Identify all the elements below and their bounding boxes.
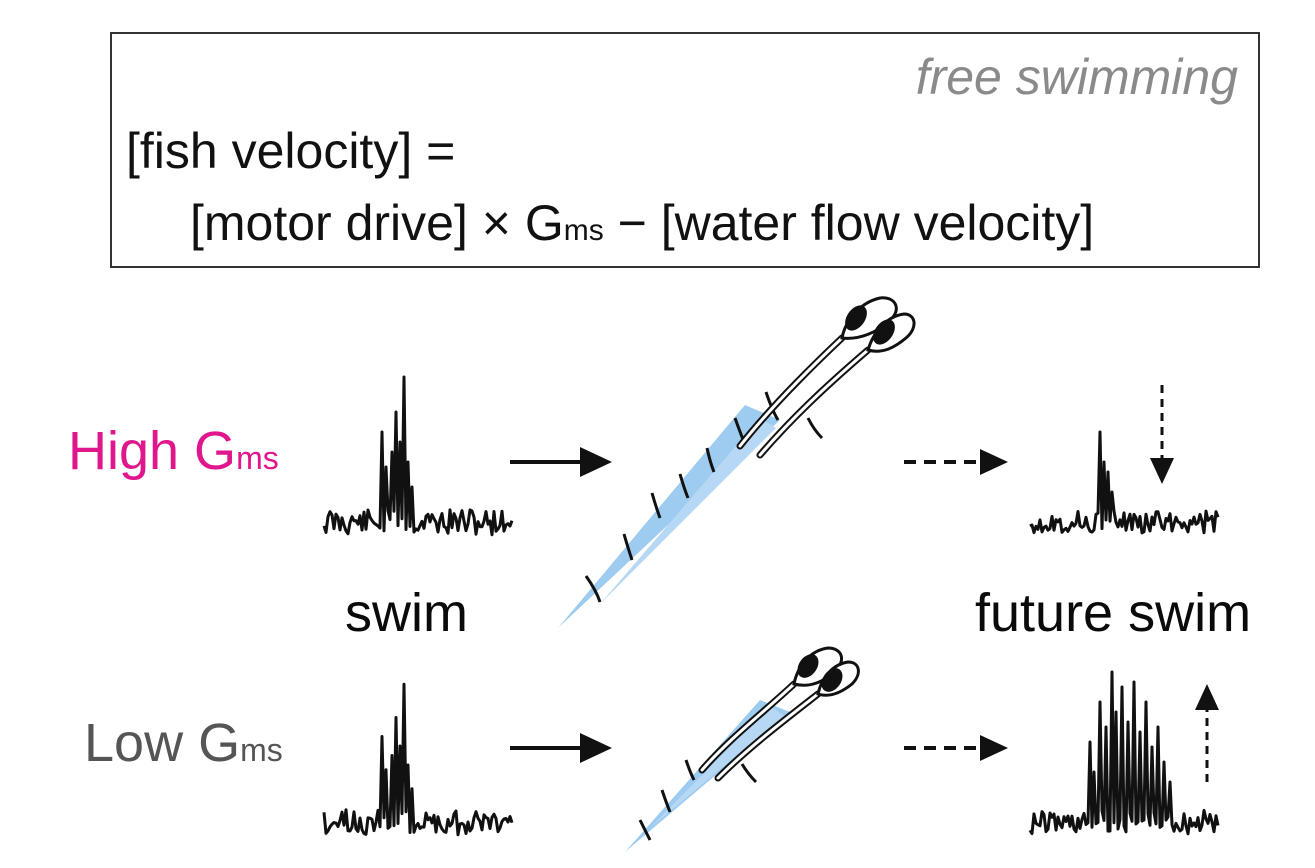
condition-low-text: Low G (84, 713, 241, 773)
larval-fish-icon (625, 646, 860, 852)
swim-trace-icon (1028, 670, 1220, 836)
equation-flow-term: − [water flow velocity] (603, 195, 1095, 251)
arrow-down-icon (1150, 385, 1174, 484)
equation-line-1: [fish velocity] = (126, 123, 456, 179)
arrow-up-icon (1195, 684, 1219, 782)
dashed-arrow-right-icon (904, 735, 1008, 761)
condition-high-gain: High Gms (68, 420, 279, 482)
arrow-right-icon (510, 733, 612, 763)
larval-fish-icon (558, 296, 916, 628)
equation-box: free swimming [fish velocity] = [motor d… (110, 32, 1260, 268)
context-label: free swimming (915, 49, 1238, 105)
future-swim-label: future swim (975, 583, 1252, 643)
equation-motor-term: [motor drive] × G (190, 195, 564, 251)
condition-low-subscript: ms (240, 732, 283, 768)
swim-trace-icon (322, 682, 514, 837)
swim-label: swim (345, 583, 468, 643)
swim-trace-icon (322, 375, 514, 537)
condition-high-text: High G (68, 421, 237, 481)
equation-gain-subscript: ms (563, 214, 604, 247)
condition-high-subscript: ms (236, 440, 279, 476)
arrow-right-icon (510, 447, 612, 477)
swim-trace-icon (1029, 430, 1220, 535)
dashed-arrow-right-icon (904, 449, 1008, 475)
equation-line-2: [motor drive] × Gms − [water flow veloci… (190, 194, 1094, 252)
condition-low-gain: Low Gms (84, 712, 283, 774)
